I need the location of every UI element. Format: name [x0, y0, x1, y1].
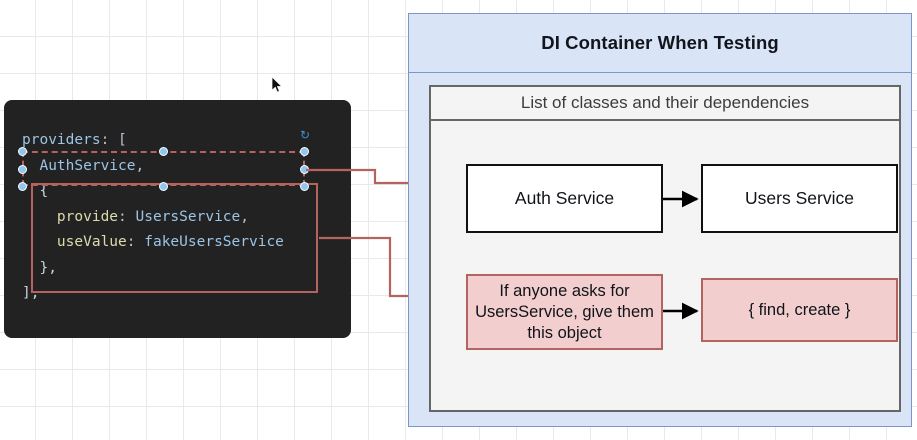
rotate-icon[interactable]: ↻ — [299, 127, 311, 142]
selection-handle-top-right[interactable] — [299, 146, 309, 156]
page-title: DI Container When Testing — [541, 32, 779, 53]
selection-handle-middle-left[interactable] — [17, 164, 27, 174]
class-list-header-label: List of classes and their dependencies — [520, 93, 810, 112]
code-token-provide-key: provide — [56, 208, 119, 225]
code-snippet-text: providers: [ AuthService, { provide: Use… — [22, 132, 284, 301]
selection-handle-bottom-right[interactable] — [299, 181, 309, 191]
code-token-providers: providers — [22, 132, 101, 148]
node-auth-service-label: Auth Service — [514, 188, 615, 208]
code-token-close-brace: }, — [39, 259, 57, 276]
connector-authservice-to-auth-service-box[interactable] — [306, 168, 440, 191]
inner-arrow-layer — [663, 190, 699, 320]
di-container-title-band: DI Container When Testing — [409, 14, 911, 73]
code-token-open-bracket: : [ — [100, 132, 127, 148]
node-auth-service[interactable]: Auth Service — [466, 164, 663, 233]
code-token-usersservice: UsersService — [135, 208, 241, 225]
selection-handle-top-center[interactable] — [158, 146, 168, 156]
code-snippet-card[interactable]: providers: [ AuthService, { provide: Use… — [4, 100, 351, 338]
node-override-rule-label: If anyone asks for UsersService, give th… — [475, 281, 654, 342]
code-token-usevalue-key: useValue — [56, 234, 127, 250]
class-list-header: List of classes and their dependencies — [431, 87, 899, 121]
mouse-pointer-icon — [271, 76, 283, 93]
class-list-panel[interactable]: List of classes and their dependencies A… — [429, 85, 901, 412]
selection-handle-top-left[interactable] — [17, 146, 27, 156]
code-token-fakeusersservice: fakeUsersService — [144, 234, 284, 250]
selection-handle-bottom-center[interactable] — [158, 181, 168, 191]
di-container-panel[interactable]: DI Container When Testing List of classe… — [408, 13, 912, 427]
node-users-service[interactable]: Users Service — [701, 164, 898, 233]
code-token-open-brace: { — [39, 183, 49, 199]
node-users-service-label: Users Service — [745, 188, 854, 208]
node-fake-object-label: { find, create } — [748, 300, 851, 319]
code-token-authservice: AuthService, — [39, 157, 145, 174]
code-token-close-bracket: ], — [22, 285, 40, 301]
node-fake-object[interactable]: { find, create } — [701, 278, 898, 342]
selection-handle-bottom-left[interactable] — [17, 181, 27, 191]
node-override-rule[interactable]: If anyone asks for UsersService, give th… — [466, 274, 663, 350]
